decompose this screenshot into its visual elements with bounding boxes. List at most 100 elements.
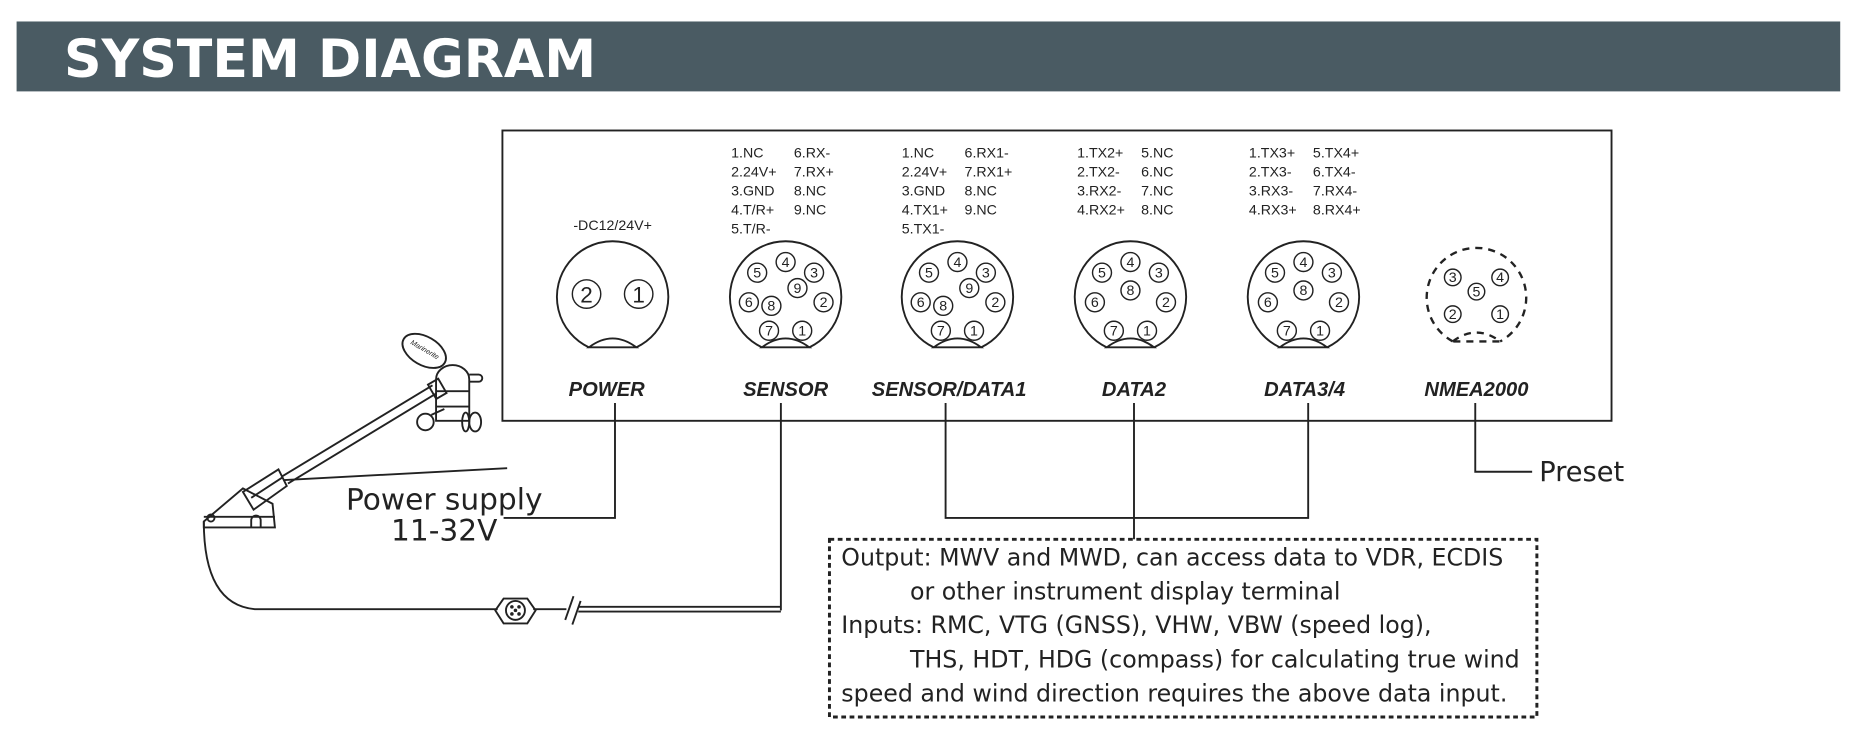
pin-number: 5 xyxy=(925,265,933,281)
pin-number: 5 xyxy=(753,265,761,281)
pinout-entry: 4.RX2+ xyxy=(1077,203,1125,219)
pin-icon xyxy=(1091,262,1113,283)
pinout-entry: 8.RX4+ xyxy=(1313,203,1361,219)
pin-icon xyxy=(1491,305,1510,324)
pinout-entry: 4.RX3+ xyxy=(1249,203,1297,219)
pin-icon xyxy=(918,262,940,283)
preset-label: Preset xyxy=(1539,457,1624,488)
pinout-entry: 9.NC xyxy=(965,203,997,219)
pin-number: 6 xyxy=(1091,295,1099,311)
pin-number: 4 xyxy=(782,255,790,271)
pin-icon xyxy=(792,320,813,341)
pin-icon xyxy=(975,262,997,283)
pin-number: 2 xyxy=(1162,295,1170,311)
pinout-entry: 3.RX2- xyxy=(1077,184,1121,200)
nmea2000-port-label: NMEA2000 xyxy=(1424,379,1528,401)
pinout-entry: 3.GND xyxy=(731,184,774,200)
pin-number: 3 xyxy=(810,265,818,281)
pin-number: 1 xyxy=(632,282,645,307)
pin-number: 2 xyxy=(820,295,828,311)
pin-icon xyxy=(1443,305,1462,324)
sensor-port-label: SENSOR xyxy=(743,379,828,401)
pin-number: 8 xyxy=(1299,283,1307,299)
notes-line: THS, HDT, HDG (compass) for calculating … xyxy=(909,645,1520,673)
pin-icon xyxy=(1084,292,1106,313)
pinout-entry: 1.NC xyxy=(731,146,763,162)
notes-line: speed and wind direction requires the ab… xyxy=(841,680,1507,708)
notes-box xyxy=(827,537,1539,719)
pin-icon xyxy=(1148,262,1170,283)
power-supply-label: Power supply xyxy=(346,483,542,517)
pin-number: 2 xyxy=(991,295,999,311)
pinout-entry: 2.24V+ xyxy=(731,165,776,181)
pin-icon xyxy=(1328,292,1350,313)
pin-icon xyxy=(803,262,825,283)
pin-number: 7 xyxy=(1283,323,1291,339)
pin-number: 1 xyxy=(798,323,806,339)
pin-number: 6 xyxy=(1264,295,1272,311)
pinout-entry: 4.T/R+ xyxy=(731,203,774,219)
pin-number: 1 xyxy=(1143,323,1151,339)
pin-number: 4 xyxy=(1126,255,1134,271)
notes-line: or other instrument display terminal xyxy=(910,578,1340,606)
pinout-entry: 1.NC xyxy=(902,146,934,162)
pinout-entry: 7.RX4- xyxy=(1313,184,1357,200)
wiring xyxy=(202,403,1533,625)
pinout-entry: 6.RX- xyxy=(794,146,831,162)
pin-icon xyxy=(933,295,954,317)
pin-number: 1 xyxy=(1316,323,1324,339)
pin-number: 9 xyxy=(965,281,973,297)
pinout-entry: 6.NC xyxy=(1141,165,1173,181)
pinout-entry: 5.TX1- xyxy=(902,222,945,238)
pin-icon xyxy=(1257,292,1279,313)
pin-number: 5 xyxy=(1472,284,1480,300)
pin-icon xyxy=(813,292,834,313)
pin-number: 5 xyxy=(1271,265,1279,281)
pin-icon xyxy=(746,262,768,283)
pin-icon xyxy=(1309,320,1331,341)
pinout-entry: 9.NC xyxy=(794,203,826,219)
pin-number: 8 xyxy=(939,299,947,315)
pin-number: 7 xyxy=(765,323,773,339)
sensor-data1-port-label: SENSOR/DATA1 xyxy=(872,379,1027,401)
pin-icon xyxy=(623,279,654,309)
pinout-entry: 1.TX2+ xyxy=(1077,146,1123,162)
pin-icon xyxy=(1120,251,1141,273)
header-bar xyxy=(16,21,1841,92)
notes-line: Output: MWV and MWD, can access data to … xyxy=(841,543,1503,571)
data34-port-label: DATA3/4 xyxy=(1264,379,1345,401)
pin-number: 8 xyxy=(767,299,775,315)
pinout-entry: 2.TX2- xyxy=(1077,165,1120,181)
pinout-entry: 7.RX+ xyxy=(794,165,834,181)
pin-number: 9 xyxy=(794,281,802,297)
pin-icon xyxy=(775,251,796,273)
pin-number: 3 xyxy=(1328,265,1336,281)
pin-number: 6 xyxy=(917,295,925,311)
pin-number: 1 xyxy=(1496,307,1504,323)
pin-number: 6 xyxy=(745,295,753,311)
pinout-entry: 5.TX4+ xyxy=(1313,146,1359,162)
pin-number: 7 xyxy=(1110,323,1118,339)
pinout-entry: 8.NC xyxy=(794,184,826,200)
pin-icon xyxy=(1293,280,1314,301)
power-port-label: POWER xyxy=(569,379,645,401)
pin-number: 4 xyxy=(953,255,961,271)
pin-icon xyxy=(963,320,985,341)
pin-number: 4 xyxy=(1496,270,1504,286)
pin-icon xyxy=(787,277,808,299)
pin-number: 2 xyxy=(1449,307,1457,323)
pin-icon xyxy=(910,292,931,313)
pin-icon xyxy=(571,279,602,309)
pin-icon xyxy=(738,292,760,313)
pin-icon xyxy=(947,251,968,273)
pin-number: 8 xyxy=(1126,283,1134,299)
pinout-entry: 5.NC xyxy=(1141,146,1173,162)
pin-icon xyxy=(985,292,1006,313)
pin-number: 7 xyxy=(937,323,945,339)
pinout-entry: 2.TX3- xyxy=(1249,165,1292,181)
